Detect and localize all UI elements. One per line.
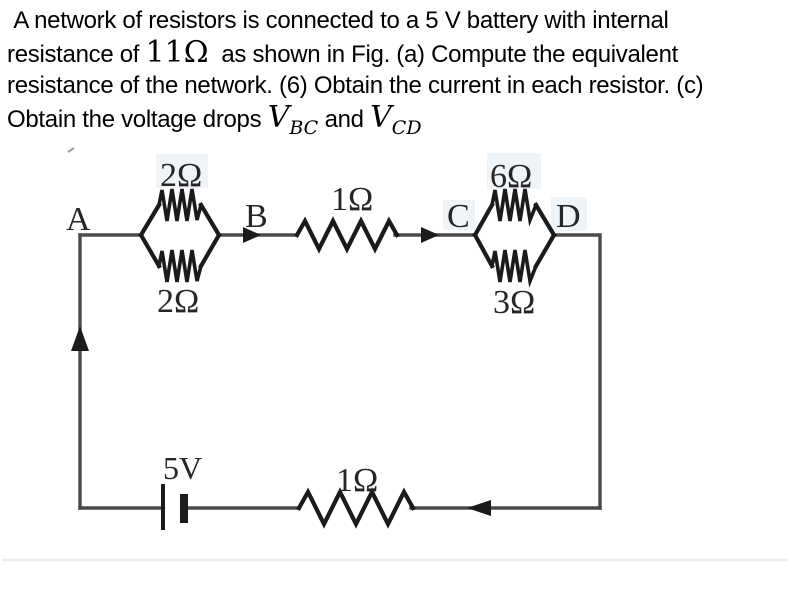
- current-arrows: [71, 227, 491, 516]
- problem-line-2: resistance of 11Ω as shown in Fig. (a) C…: [7, 34, 797, 71]
- resistor-label-cd-bottom: 3Ω: [493, 284, 535, 321]
- problem-line-4-and: and: [318, 105, 371, 133]
- arrow-right-after-b-icon: [243, 227, 261, 243]
- voltage-vbc-symbol: V: [267, 99, 290, 135]
- resistor-label-internal: 1Ω: [336, 462, 378, 499]
- resistor-bc: [294, 216, 400, 254]
- diamond-ab: [138, 202, 222, 269]
- circuit-wires: [78, 233, 602, 510]
- circuit-labels: A B C D 2Ω 2Ω 1Ω 6Ω 3Ω 5V 1Ω: [66, 157, 581, 499]
- resistor-ab-top: [156, 188, 204, 222]
- arrow-up-left-wire-icon: [71, 326, 89, 351]
- resistor-internal: [296, 487, 416, 529]
- node-label-a: A: [66, 201, 91, 238]
- circuit-components: [138, 188, 557, 530]
- arrow-right-before-c-icon: [421, 227, 439, 243]
- scan-artifacts: [2, 147, 788, 562]
- voltage-vbc-subscript: BC: [289, 116, 319, 139]
- node-label-c: C: [447, 198, 470, 235]
- resistor-cd-top: [489, 188, 539, 227]
- problem-line-4-text: Obtain the voltage drops: [7, 105, 268, 133]
- problem-line-3: resistance of the network. (6) Obtain th…: [7, 72, 704, 99]
- resistor-label-bc: 1Ω: [331, 181, 373, 218]
- arrow-left-bottom-icon: [467, 500, 491, 516]
- node-label-b: B: [245, 198, 268, 235]
- internal-resistance-value: 11Ω: [145, 34, 209, 70]
- node-label-d: D: [556, 198, 581, 235]
- resistor-label-ab-bottom: 2Ω: [157, 283, 199, 320]
- battery-label: 5V: [163, 450, 202, 486]
- voltage-vcd-symbol: V: [370, 99, 392, 135]
- label-halos: [156, 153, 587, 231]
- resistor-label-ab-top: 2Ω: [160, 157, 202, 194]
- problem-line-1: A network of resistors is connected to a…: [7, 7, 669, 34]
- resistor-cd-bottom: [489, 249, 539, 288]
- problem-line-2-text: resistance of: [7, 40, 146, 68]
- problem-statement: A network of resistors is connected to a…: [7, 5, 797, 144]
- problem-line-4: Obtain the voltage drops VBC and VCD: [7, 99, 797, 145]
- problem-line-2-rest: as shown in Fig. (a) Compute the equival…: [208, 40, 679, 68]
- resistor-ab-bottom: [156, 249, 204, 283]
- resistor-label-cd-top: 6Ω: [490, 158, 532, 195]
- voltage-vcd-subscript: CD: [391, 116, 422, 139]
- diamond-cd: [472, 202, 557, 269]
